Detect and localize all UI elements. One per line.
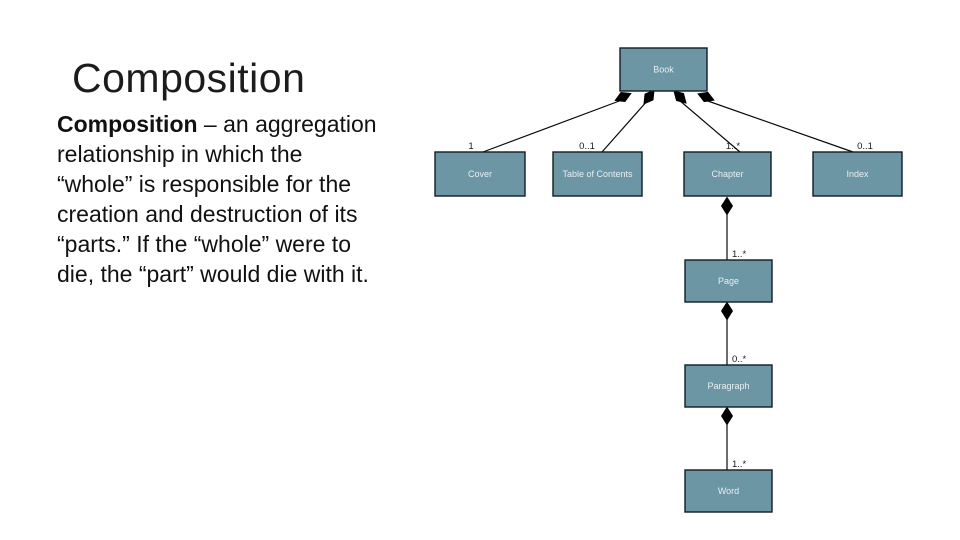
composition-diamond-paragraph xyxy=(721,301,733,321)
composition-diamond-toc xyxy=(643,89,655,105)
class-label-word: Word xyxy=(718,486,739,496)
definition-line1-rest: – an aggregation xyxy=(197,111,377,137)
definition-paragraph: Composition – an aggregation relationshi… xyxy=(57,109,447,289)
definition-line: “whole” is responsible for the xyxy=(57,171,352,197)
class-rect-cover xyxy=(434,151,526,197)
class-rect-page xyxy=(684,259,773,303)
class-label-book: Book xyxy=(653,65,674,75)
multiplicity-label-page: 1..* xyxy=(732,249,747,260)
composition-diamond-chapter xyxy=(673,90,687,104)
definition-line: Composition – an aggregation xyxy=(57,109,447,139)
class-rect-paragraph xyxy=(684,364,773,408)
class-box-cover: Cover xyxy=(434,151,526,197)
class-box-chapter: Chapter xyxy=(683,151,772,197)
multiplicity-label-paragraph: 0..* xyxy=(732,354,747,365)
definition-line: “parts.” If the “whole” were to xyxy=(57,231,351,257)
connector-book-index xyxy=(704,99,854,153)
class-box-book: Book xyxy=(619,47,708,92)
class-label-page: Page xyxy=(718,276,739,286)
class-box-page: Page xyxy=(684,259,773,303)
multiplicity-label-chapter: 1..* xyxy=(726,141,741,152)
class-box-word: Word xyxy=(684,469,773,513)
class-label-table-of-contents: Table of Contents xyxy=(562,169,633,179)
multiplicity-label-index: 0..1 xyxy=(857,141,873,152)
definition-line: creation and destruction of its xyxy=(57,201,358,227)
class-box-paragraph: Paragraph xyxy=(684,364,773,408)
multiplicity-label-cover: 1 xyxy=(468,141,473,152)
class-box-index: Index xyxy=(812,151,903,197)
connector-book-toc xyxy=(601,99,649,153)
definition-line: die, the “part” would die with it. xyxy=(57,261,369,287)
definition-line: relationship in which the xyxy=(57,141,303,167)
composition-diamond-cover xyxy=(614,91,632,103)
definition-term: Composition xyxy=(57,111,198,137)
composition-diamond-index xyxy=(697,91,715,103)
class-rect-table-of-contents xyxy=(552,151,643,197)
class-rect-chapter xyxy=(683,151,772,197)
multiplicity-label-word: 1..* xyxy=(732,459,747,470)
class-box-table-of-contents: Table of Contents xyxy=(552,151,643,197)
class-label-chapter: Chapter xyxy=(711,169,743,179)
class-label-paragraph: Paragraph xyxy=(707,381,749,391)
connector-book-cover xyxy=(482,99,623,153)
composition-diamond-page xyxy=(721,196,733,216)
slide-title: Composition xyxy=(72,55,306,101)
multiplicity-label-toc: 0..1 xyxy=(579,141,595,152)
class-rect-book xyxy=(619,47,708,92)
composition-diamond-word xyxy=(721,406,733,426)
class-rect-word xyxy=(684,469,773,513)
class-label-cover: Cover xyxy=(468,169,492,179)
class-rect-index xyxy=(812,151,903,197)
class-label-index: Index xyxy=(846,169,869,179)
connector-book-chapter xyxy=(678,99,741,153)
